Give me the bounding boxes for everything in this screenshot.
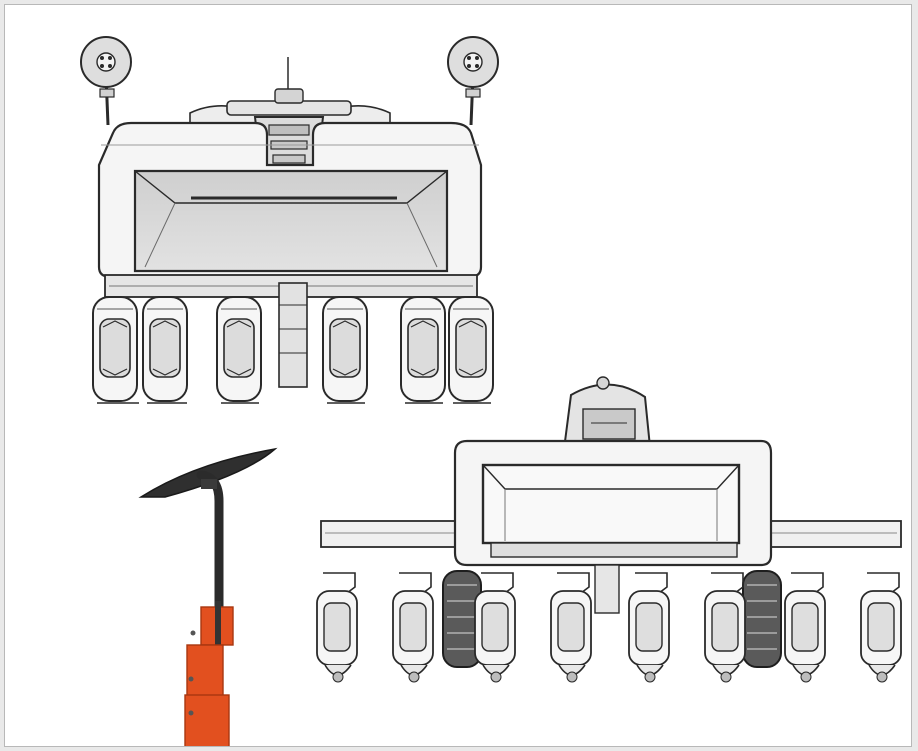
planter-rear-view-sketch	[80, 36, 499, 404]
toolbar-wing-left	[320, 520, 462, 548]
illustration-canvas	[80, 36, 902, 746]
toolbar-wing-right	[760, 520, 902, 548]
planter-rear-three-quarter-sketch	[316, 376, 902, 683]
orange-clamp	[184, 601, 234, 746]
seed-hopper-panel-lower	[481, 463, 741, 545]
drive-unit	[561, 376, 653, 458]
row-marker-disc-right	[447, 36, 499, 126]
mounted-shield-arm	[138, 447, 278, 746]
drive-wheel-right	[742, 570, 782, 668]
row-marker-disc-left	[80, 36, 132, 126]
illustration-frame	[4, 4, 912, 747]
hitch-assembly	[189, 57, 391, 170]
seed-hopper-panel	[133, 169, 449, 273]
